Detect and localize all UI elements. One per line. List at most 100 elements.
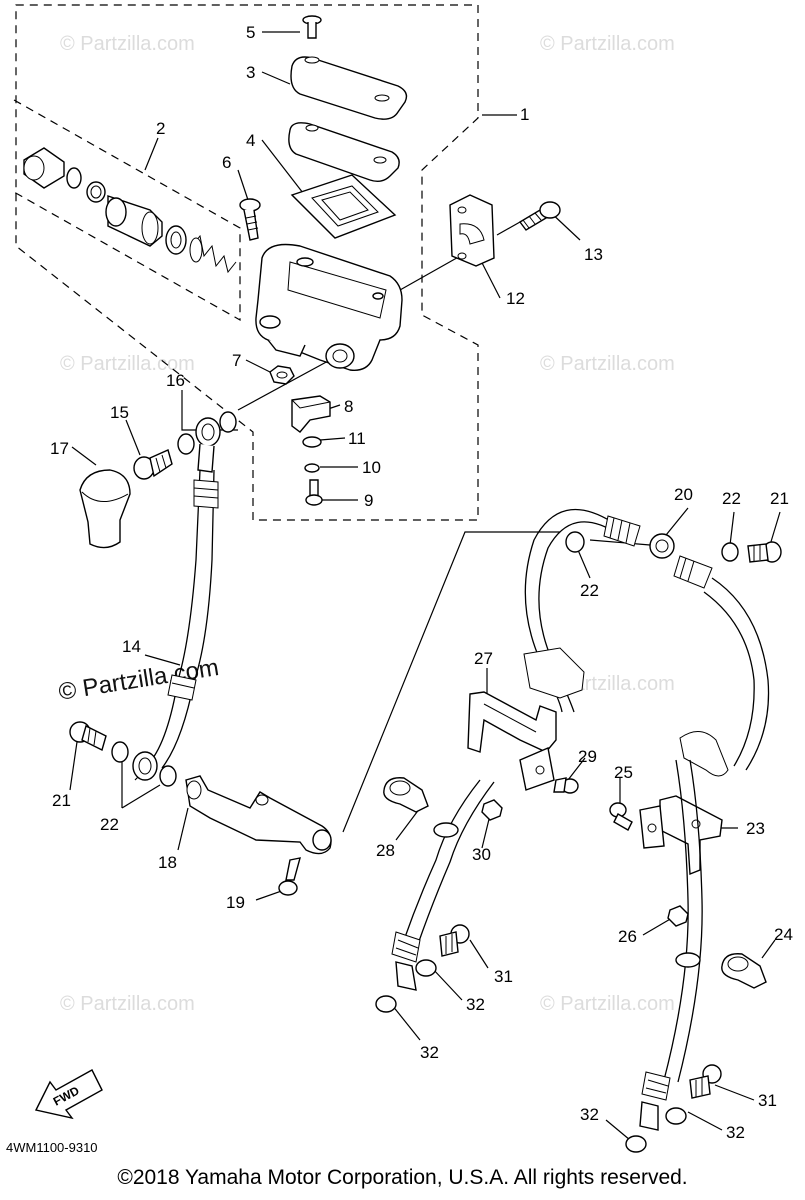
hose-assembly-right <box>375 508 782 1153</box>
callout-7: 7 <box>232 351 241 370</box>
washer-22d <box>721 542 739 562</box>
callout-13: 13 <box>584 245 603 264</box>
callout-24: 24 <box>774 925 793 944</box>
callout-30: 30 <box>472 845 491 864</box>
callout-23: 23 <box>746 819 765 838</box>
bolt-13 <box>518 201 561 231</box>
callout-28: 28 <box>376 841 395 860</box>
callout-21-right: 21 <box>770 489 789 508</box>
nut-26 <box>667 905 689 927</box>
clamp-24 <box>721 953 767 989</box>
diagram-code: 4WM1100-9310 <box>6 1140 98 1155</box>
callout-20: 20 <box>674 485 693 504</box>
watermark: © Partzilla.com <box>540 33 675 55</box>
circlip <box>66 167 82 189</box>
callout-labels: 5 3 4 6 1 2 7 8 11 10 9 12 13 16 15 17 1… <box>50 23 793 1142</box>
diaphragm-plate-4 <box>288 122 400 183</box>
watermark: © Partzilla.com <box>540 353 675 375</box>
bolt-29 <box>553 777 579 794</box>
banjo-fitting-upper <box>195 417 221 473</box>
callout-15: 15 <box>110 403 129 422</box>
screw-5 <box>302 15 322 39</box>
callout-12: 12 <box>506 289 525 308</box>
callout-22-left: 22 <box>100 815 119 834</box>
callout-21-left: 21 <box>52 791 71 810</box>
callout-17: 17 <box>50 439 69 458</box>
callout-22-right: 22 <box>722 489 741 508</box>
bolt-31a <box>439 924 470 957</box>
callout-31-right: 31 <box>758 1091 777 1110</box>
clamp-12 <box>449 194 495 267</box>
callout-11: 11 <box>348 429 366 448</box>
cap-17 <box>79 469 131 549</box>
callout-8: 8 <box>344 397 353 416</box>
clamp-28 <box>383 777 429 813</box>
washer-16a <box>177 433 195 455</box>
screw-19 <box>278 857 301 896</box>
hose-lower-right <box>663 759 689 1081</box>
bolt-25 <box>609 802 633 831</box>
master-cylinder-body <box>255 243 403 371</box>
watermark: © Partzilla.com <box>540 993 675 1015</box>
callout-18: 18 <box>158 853 177 872</box>
master-cylinder-parts <box>239 15 561 506</box>
fwd-arrow: FWD <box>34 1069 103 1120</box>
callout-32-left-b: 32 <box>420 1043 439 1062</box>
callout-32-left-a: 32 <box>466 995 485 1014</box>
callout-14: 14 <box>122 637 141 656</box>
callout-32-right-b: 32 <box>580 1105 599 1124</box>
callout-16: 16 <box>166 371 185 390</box>
callout-4: 4 <box>246 131 255 150</box>
washer-11 <box>302 436 322 448</box>
callout-19: 19 <box>226 893 245 912</box>
callout-9: 9 <box>364 491 373 510</box>
piston-kit-2 <box>23 147 237 274</box>
switch-8 <box>291 395 331 433</box>
leader-lines <box>69 31 781 1141</box>
washer-16b <box>219 411 237 433</box>
hose-lower-left <box>403 779 481 941</box>
callout-2: 2 <box>156 119 165 138</box>
banjo-fitting-lower <box>132 751 158 781</box>
callout-6: 6 <box>222 153 231 172</box>
screw-9 <box>305 479 323 506</box>
watermark: © Partzilla.com <box>60 993 195 1015</box>
bolt-15 <box>133 449 173 480</box>
nut-7 <box>269 365 295 385</box>
washer-22c <box>565 531 585 553</box>
joint-18 <box>185 775 332 855</box>
bolt-21-right <box>747 541 782 563</box>
callout-3: 3 <box>246 63 255 82</box>
piston <box>105 195 163 247</box>
hose-assembly-left <box>69 411 332 896</box>
washer-32c <box>665 1107 687 1125</box>
washer-32a <box>415 959 437 977</box>
callout-5: 5 <box>246 23 255 42</box>
dust-boot <box>23 147 65 189</box>
nut-30 <box>481 799 503 821</box>
copyright-notice: ©2018 Yamaha Motor Corporation, U.S.A. A… <box>117 1166 688 1189</box>
reservoir-cap-3 <box>290 56 408 120</box>
washer-32d <box>625 1135 647 1153</box>
callout-25: 25 <box>614 763 633 782</box>
callout-29: 29 <box>578 747 597 766</box>
washer-32b <box>375 995 397 1013</box>
bracket-27 <box>467 691 557 791</box>
bracket-23 <box>639 795 723 876</box>
callout-22-center: 22 <box>580 581 599 600</box>
watermarks: © Partzilla.com © Partzilla.com © Partzi… <box>57 33 675 1015</box>
screw-6 <box>239 198 261 241</box>
hose-14 <box>149 469 201 763</box>
watermark: © Partzilla.com <box>60 353 195 375</box>
bolt-21-left <box>69 721 107 752</box>
diaphragm-4 <box>290 174 397 239</box>
washer-22a <box>111 741 129 763</box>
watermark: © Partzilla.com <box>60 33 195 55</box>
callout-26: 26 <box>618 927 637 946</box>
callout-10: 10 <box>362 458 381 477</box>
callout-27: 27 <box>474 649 493 668</box>
group-boundaries <box>13 4 479 521</box>
washer-10 <box>304 463 320 473</box>
callout-31-left: 31 <box>494 967 513 986</box>
